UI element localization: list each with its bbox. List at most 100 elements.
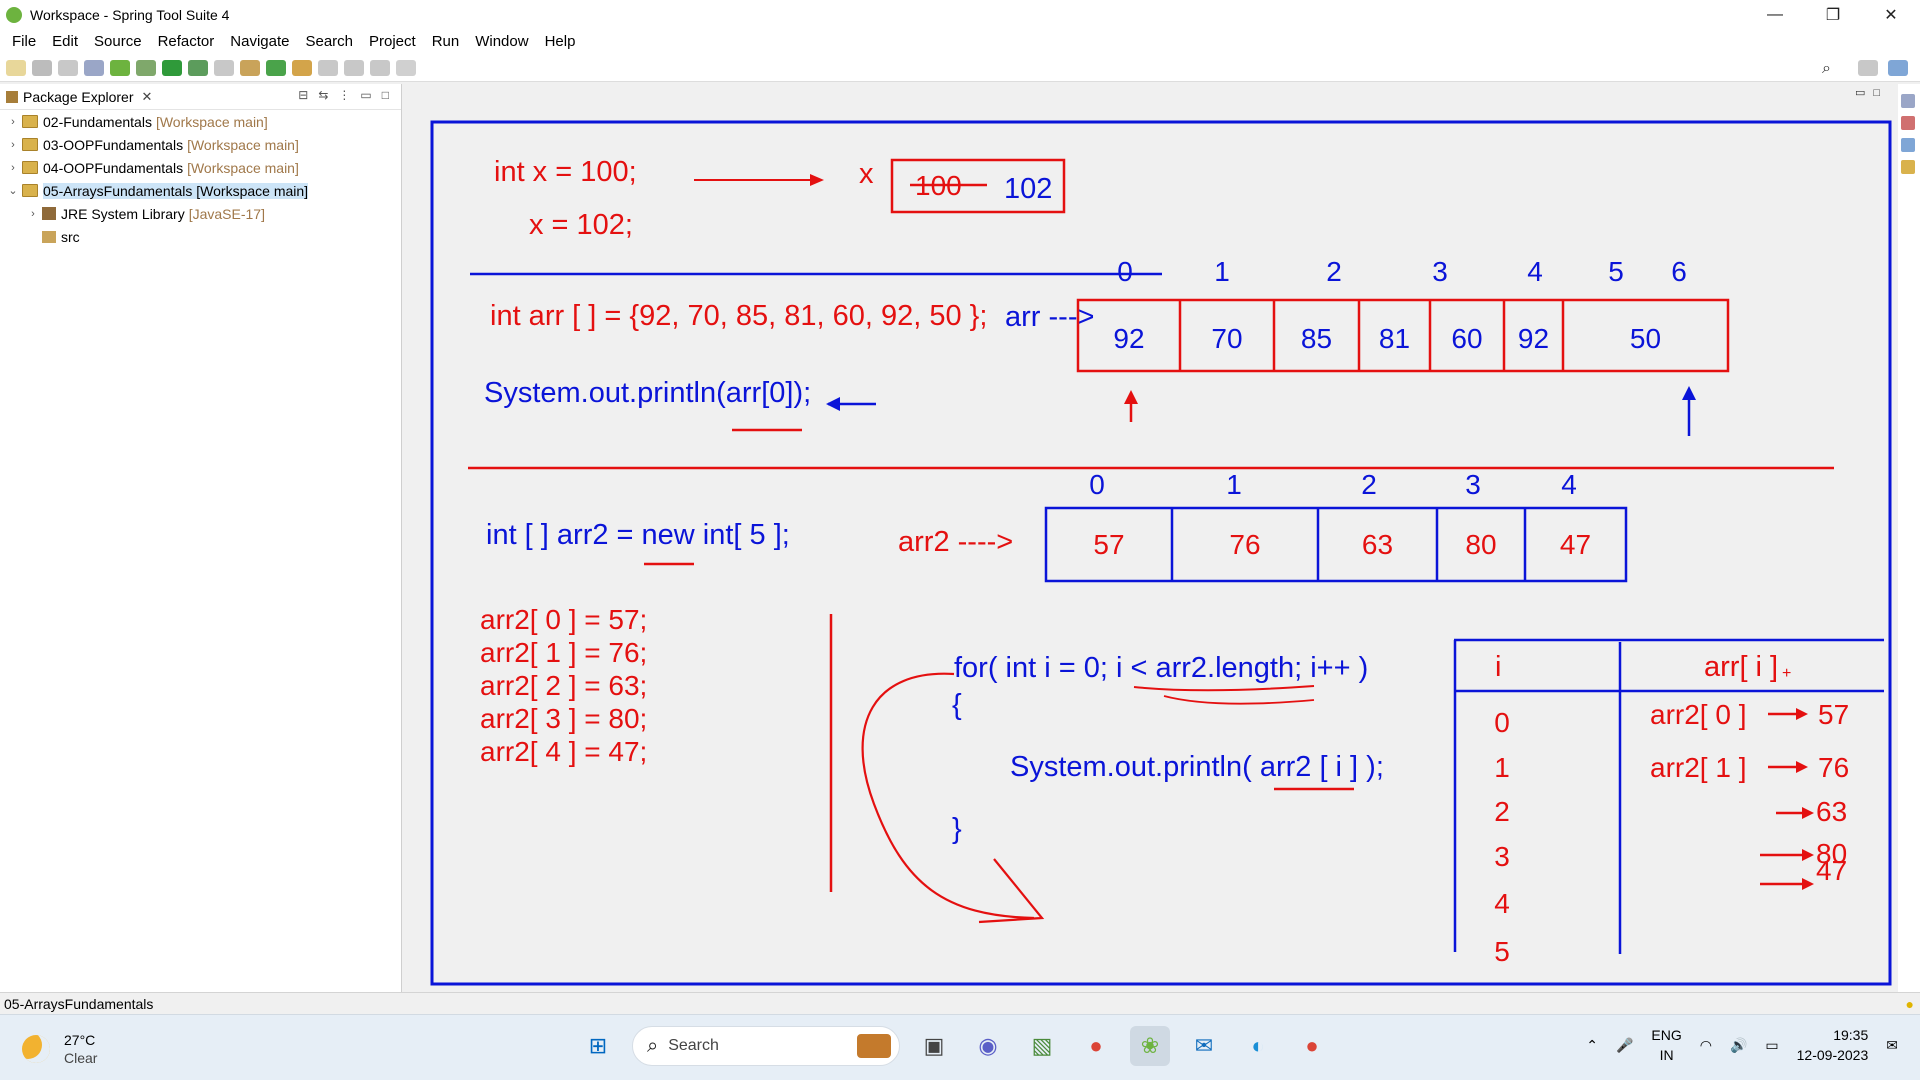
arr2-index-label: 4 [1561,469,1577,500]
forward-icon[interactable] [370,59,390,76]
close-button[interactable]: ✕ [1884,6,1898,24]
coverage-icon[interactable] [188,59,208,76]
notification-icon[interactable]: ✉ [1886,1036,1898,1053]
close-tab-icon[interactable]: ✕ [141,88,153,104]
outline-icon[interactable] [1901,94,1915,108]
expand-icon[interactable]: › [11,115,15,128]
minimize-button[interactable]: — [1767,5,1783,23]
spring-symbols-icon[interactable] [1901,116,1915,130]
spring-tool-suite-icon[interactable]: ❀ [1130,1026,1170,1066]
expand-icon[interactable]: › [11,138,15,151]
new-package-icon[interactable] [240,59,260,76]
tree-item-03-oopfundamentals[interactable]: › 03-OOPFundamentals [Workspace main] [0,133,401,156]
pin-editor-icon[interactable] [396,59,416,76]
language-indicator[interactable]: ENG IN [1651,1025,1681,1065]
java-perspective-icon[interactable] [1888,59,1908,76]
i-value: 5 [1494,936,1510,967]
maximize-view-icon[interactable]: □ [381,88,389,102]
expand-icon[interactable]: › [11,161,15,174]
menu-edit[interactable]: Edit [52,33,79,50]
new-icon[interactable] [6,59,26,76]
menu-navigate[interactable]: Navigate [230,33,290,50]
menu-search[interactable]: Search [305,33,353,50]
weather-widget[interactable]: 27°C Clear [22,1031,97,1067]
menu-run[interactable]: Run [431,33,460,50]
plus-mark: + [1782,665,1791,682]
chrome-icon[interactable]: ● [1089,1033,1103,1058]
windows-start-icon[interactable]: ⊞ [588,1033,608,1058]
expand-icon[interactable]: › [31,207,35,220]
right-trim-toolbar [1898,84,1920,1004]
photos-app-icon[interactable]: ▧ [1031,1033,1053,1058]
menu-help[interactable]: Help [544,33,576,50]
menu-refactor[interactable]: Refactor [157,33,215,50]
restore-button[interactable]: ❐ [1825,6,1841,24]
output-value: 80 [1816,838,1847,869]
menu-source[interactable]: Source [94,33,142,50]
chrome-icon-2[interactable]: ● [1305,1033,1319,1058]
tree-item-02-fundamentals[interactable]: › 02-Fundamentals [Workspace main] [0,110,401,133]
save-icon[interactable] [32,59,52,76]
menu-project[interactable]: Project [369,33,416,50]
javadoc-icon[interactable] [1901,138,1915,152]
arr-cell-value: 92 [1113,323,1144,354]
minimize-view-icon[interactable]: ▭ [360,88,372,102]
battery-icon[interactable]: ▭ [1765,1036,1779,1053]
chat-icon[interactable]: ◉ [978,1033,998,1058]
boot-dashboard-icon[interactable] [110,59,130,76]
output-value: 47 [1816,855,1847,886]
arr-cell-value: 70 [1211,323,1242,354]
volume-icon[interactable]: 🔊 [1729,1036,1748,1053]
arr-label: arr ---> [1005,301,1094,333]
link-editor-icon[interactable]: ⇆ [318,88,329,102]
drawing-frame [430,120,1892,986]
i-value: 1 [1494,752,1510,783]
task-view-icon[interactable]: ▣ [923,1033,945,1058]
wifi-icon[interactable]: ◠ [1699,1036,1712,1053]
menu-file[interactable]: File [12,33,37,50]
open-perspective-icon[interactable] [1858,59,1878,76]
tip-bulb-icon[interactable]: ● [1905,995,1914,1012]
stop-icon[interactable] [214,59,234,76]
save-all-icon[interactable] [58,59,78,76]
debug-icon[interactable] [136,59,156,76]
back-icon[interactable] [344,59,364,76]
search-icon[interactable]: ⌕ [1822,59,1831,77]
moon-icon [22,1035,50,1063]
declaration-icon[interactable] [1901,160,1915,174]
microphone-icon[interactable]: 🎤 [1615,1036,1634,1053]
terminal-icon[interactable] [84,59,104,76]
collapse-all-icon[interactable]: ⊟ [298,88,309,102]
view-menu-icon[interactable]: ⋮ [338,88,351,102]
tree-item-src[interactable]: src [0,225,401,248]
up-arrow-blue-head [1682,386,1696,400]
arr2-cell-value: 63 [1362,529,1393,560]
project-folder-icon [22,161,38,174]
run-icon[interactable] [162,59,182,76]
chevron-up-icon[interactable]: ⌃ [1586,1036,1598,1053]
lang-secondary: IN [1659,1047,1674,1063]
editor-view-controls[interactable]: ▭□ [1854,87,1888,99]
view-toolbar: ⊟ ⇆ ⋮ ▭ □ [298,88,389,102]
arr2-decl-part-b: int[ 5 ]; [695,519,790,551]
loop-curve-arrow [861,672,1035,920]
taskbar-search[interactable]: ⌕ Search [632,1026,900,1066]
tree-item-04-oopfundamentals[interactable]: › 04-OOPFundamentals [Workspace main] [0,156,401,179]
edge-icon[interactable]: ◐ [1251,1033,1265,1058]
tree-item-label: src [61,228,80,245]
new-class-icon[interactable] [266,59,286,76]
system-tray: ⌃ 🎤 ENG IN ◠ 🔊 ▭ 19:35 12-09-2023 ✉ [1586,1025,1898,1065]
package-explorer-tab[interactable]: Package Explorer ✕ ⊟ ⇆ ⋮ ▭ □ [0,84,401,110]
menu-window[interactable]: Window [475,33,529,50]
source-folder-icon [42,230,56,243]
outlook-icon[interactable]: ✉ [1194,1033,1214,1058]
tree-item-05-arraysfundamentals[interactable]: ⌄ 05-ArraysFundamentals [Workspace main] [0,179,401,202]
window-title: Workspace - Spring Tool Suite 4 [30,6,230,23]
next-annotation-icon[interactable] [318,59,338,76]
tree-item-jre-system-library[interactable]: › JRE System Library [JavaSE-17] [0,202,401,225]
collapse-icon[interactable]: ⌄ [8,185,18,197]
open-type-icon[interactable] [292,59,312,76]
clock[interactable]: 19:35 12-09-2023 [1797,1025,1869,1065]
